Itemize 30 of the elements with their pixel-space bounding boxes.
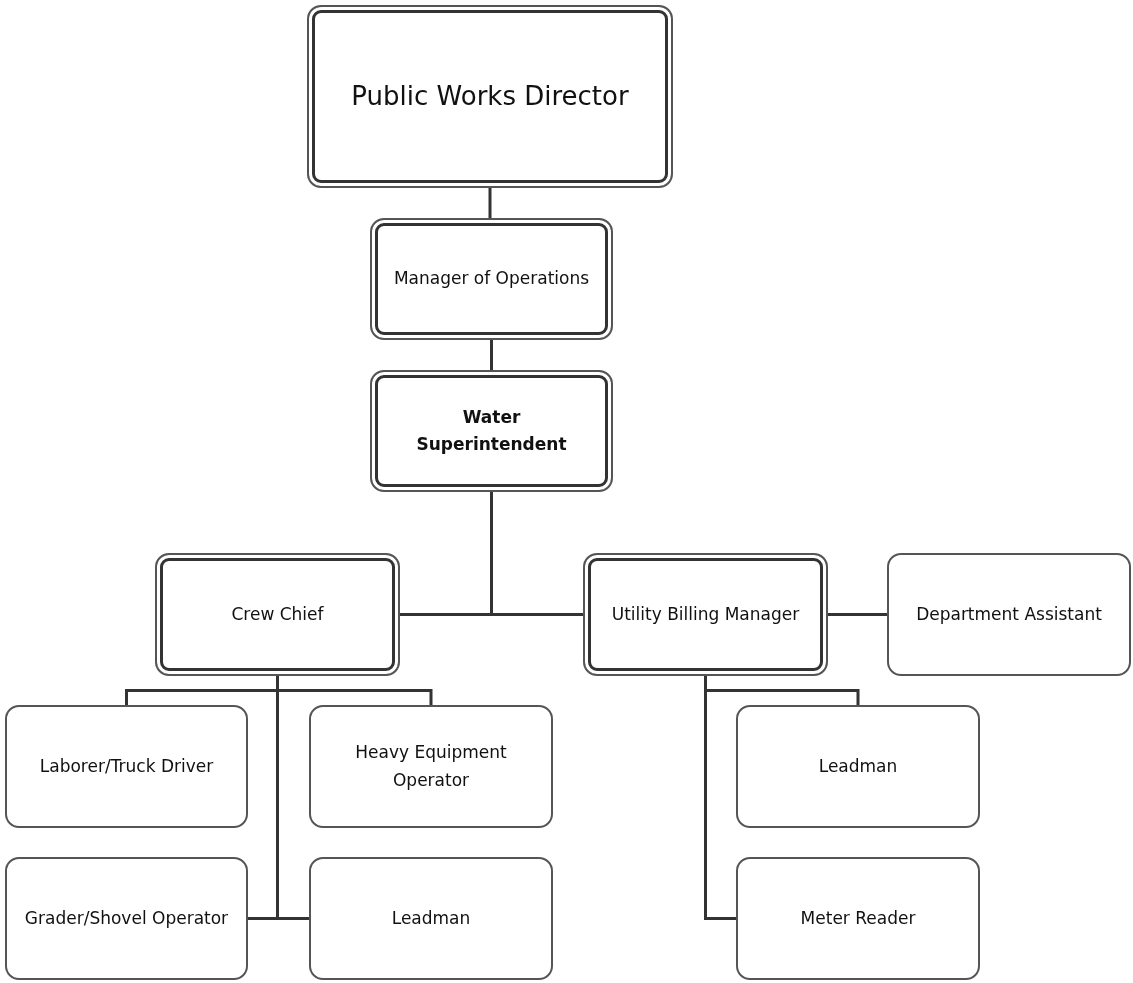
position-title: Manager of Operations xyxy=(393,267,590,291)
position-box xyxy=(5,705,248,828)
position-box xyxy=(370,218,613,340)
position-title: Department Assistant xyxy=(916,602,1102,626)
position-title: Laborer/Truck Driver xyxy=(39,754,214,778)
position-title: Leadman xyxy=(391,906,471,930)
position-box xyxy=(309,705,553,828)
position-title: Leadman xyxy=(818,754,898,778)
connector-line xyxy=(490,492,583,616)
position-box xyxy=(887,553,1131,676)
position-title: Utility Billing Manager xyxy=(611,602,800,626)
position-title: Crew Chief xyxy=(231,602,324,626)
position-box xyxy=(309,857,553,980)
connector-line xyxy=(276,676,309,920)
position-title: Meter Reader xyxy=(800,906,916,930)
position-title: Grader/Shovel Operator xyxy=(24,906,229,930)
connector-line xyxy=(828,613,887,616)
position-box xyxy=(370,370,613,492)
connector-line xyxy=(704,676,736,920)
position-box xyxy=(583,553,828,676)
position-box xyxy=(5,857,248,980)
connector-line xyxy=(490,340,493,370)
position-box xyxy=(155,553,400,676)
position-title: Public Works Director xyxy=(351,79,629,113)
position-box xyxy=(736,705,980,828)
position-title: Heavy Equipment Operator xyxy=(354,741,508,792)
position-title: Water Superintendent xyxy=(415,405,568,456)
position-box xyxy=(307,5,673,188)
position-box xyxy=(736,857,980,980)
connector-line xyxy=(488,188,492,218)
